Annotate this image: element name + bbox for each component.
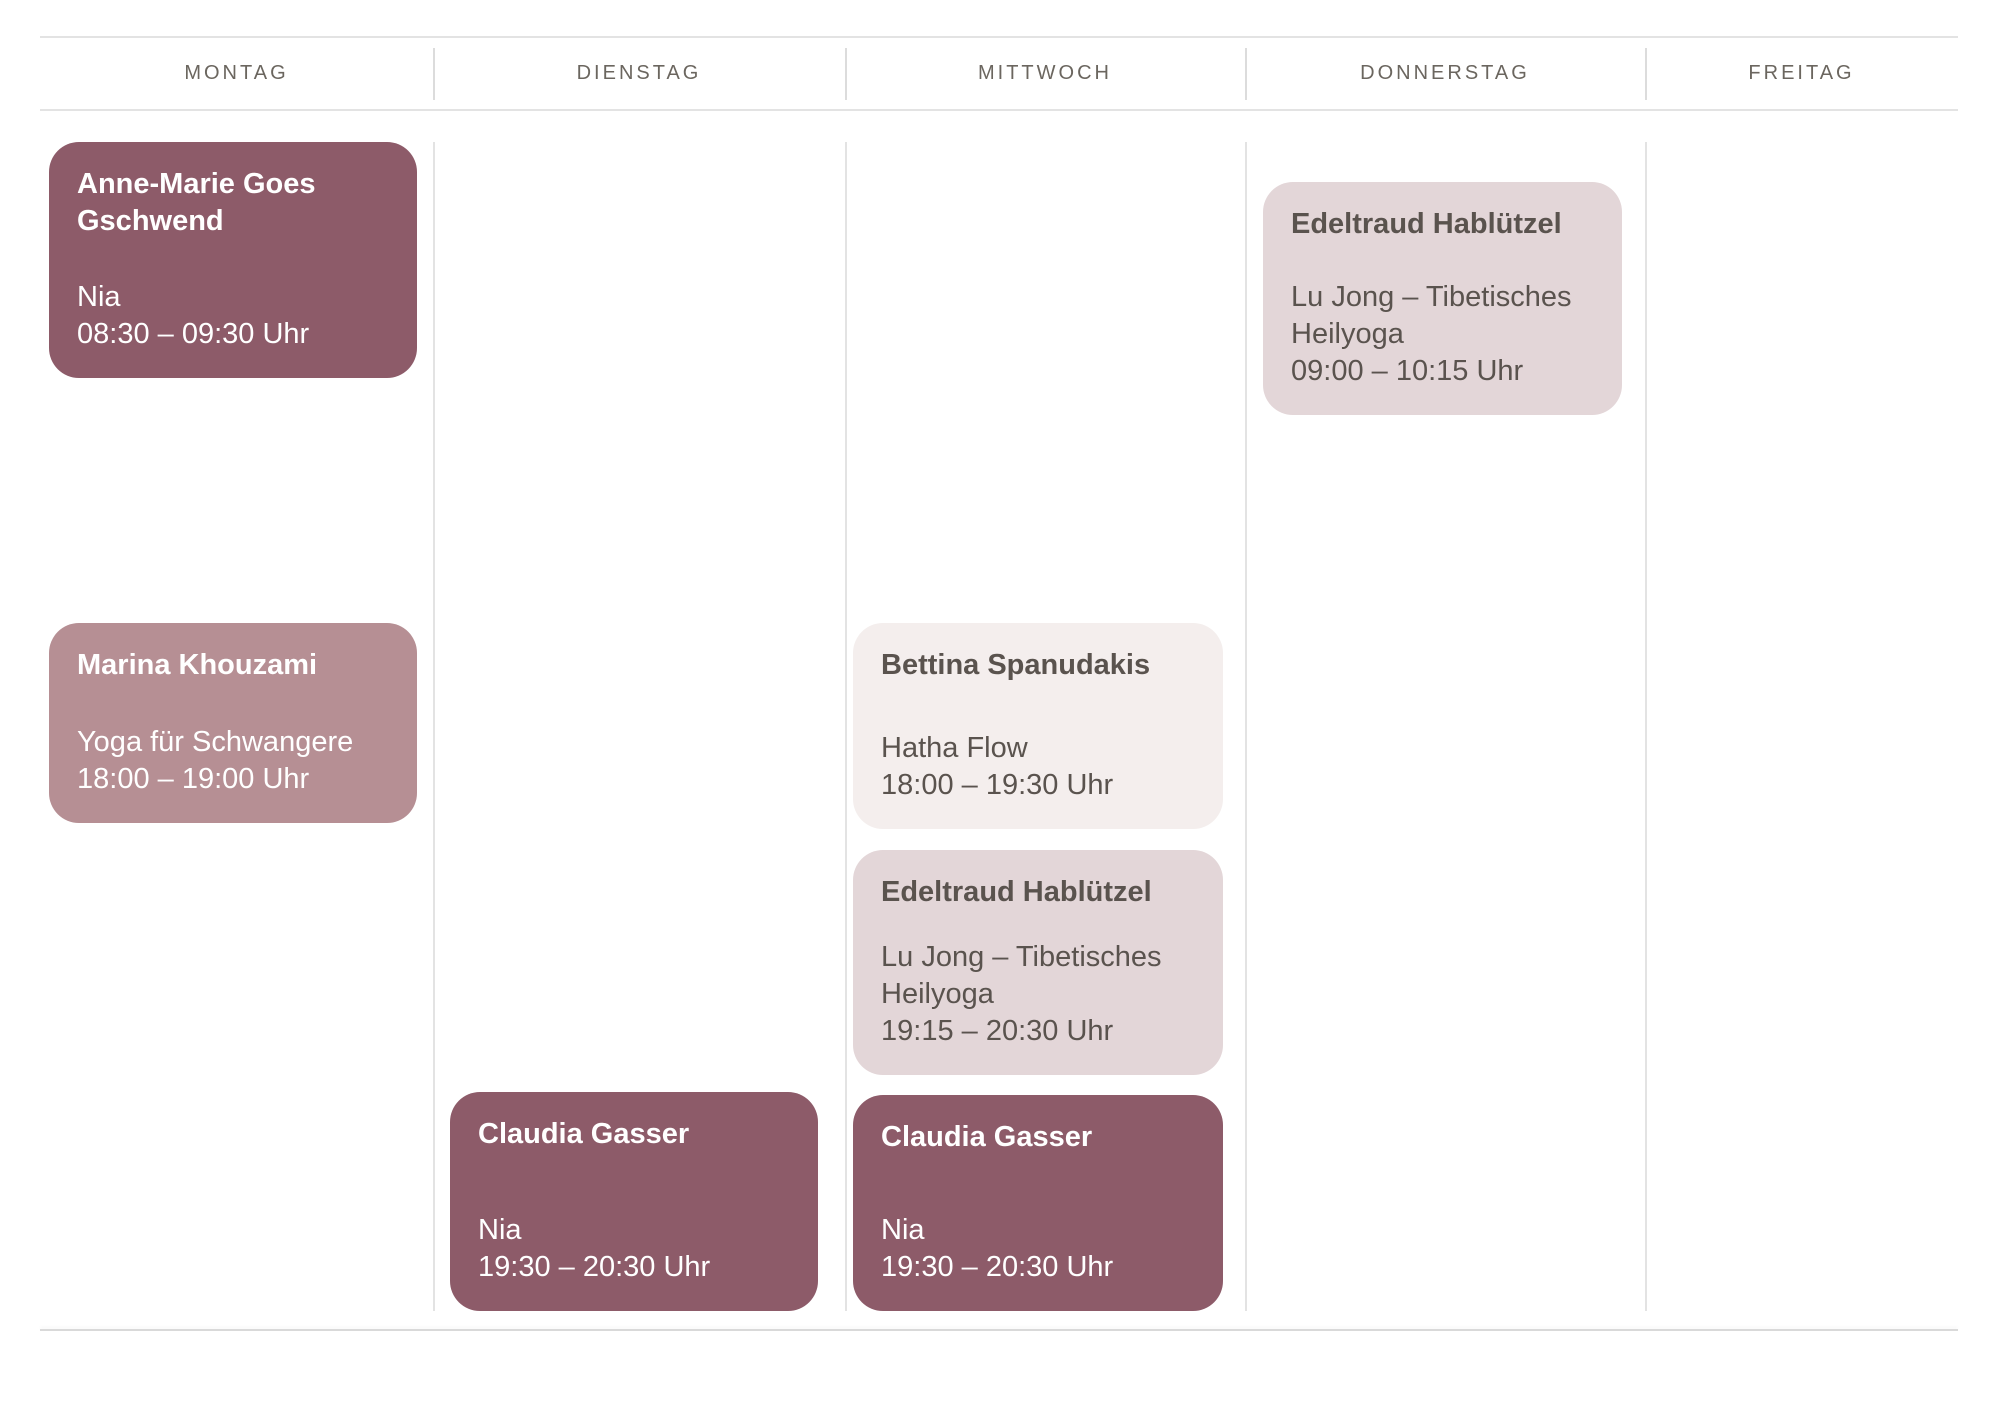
event-activity: Nia (77, 281, 121, 313)
event-activity: Lu Jong – Tibetisches Heilyoga (881, 941, 1162, 1010)
column-divider (845, 142, 847, 1311)
event-card-anne-marie-nia[interactable]: Anne-Marie Goes Gschwend Nia 08:30 – 09:… (49, 142, 417, 378)
event-time: 19:30 – 20:30 Uhr (478, 1251, 711, 1283)
header-column-divider (433, 48, 435, 100)
event-card-edeltraud-lu-jong-mittwoch[interactable]: Edeltraud Hablützel Lu Jong – Tibetische… (853, 850, 1223, 1075)
event-teacher: Marina Khouzami (77, 649, 318, 681)
event-activity: Hatha Flow (881, 732, 1028, 764)
day-header-dienstag: DIENSTAG (576, 62, 702, 84)
header-column-divider (845, 48, 847, 100)
day-header-montag: MONTAG (184, 62, 289, 84)
header-column-divider (1245, 48, 1247, 100)
event-time: 18:00 – 19:00 Uhr (77, 763, 310, 795)
event-time: 08:30 – 09:30 Uhr (77, 318, 310, 350)
event-teacher: Anne-Marie Goes Gschwend (77, 168, 316, 237)
event-time: 09:00 – 10:15 Uhr (1291, 355, 1524, 387)
header-top-rule (40, 36, 1958, 38)
event-time: 19:30 – 20:30 Uhr (881, 1251, 1114, 1283)
event-teacher: Claudia Gasser (881, 1121, 1093, 1153)
event-details: Nia 08:30 – 09:30 Uhr (77, 279, 389, 353)
event-card-edeltraud-lu-jong-donnerstag[interactable]: Edeltraud Hablützel Lu Jong – Tibetische… (1263, 182, 1622, 415)
day-header-freitag: FREITAG (1748, 62, 1855, 84)
event-time: 19:15 – 20:30 Uhr (881, 1015, 1114, 1047)
event-time: 18:00 – 19:30 Uhr (881, 769, 1114, 801)
event-activity: Nia (881, 1214, 925, 1246)
event-details: Nia 19:30 – 20:30 Uhr (881, 1212, 1195, 1286)
event-teacher: Bettina Spanudakis (881, 649, 1151, 681)
event-card-claudia-nia-mittwoch[interactable]: Claudia Gasser Nia 19:30 – 20:30 Uhr (853, 1095, 1223, 1311)
event-activity: Nia (478, 1214, 522, 1246)
header-column-divider (1645, 48, 1647, 100)
day-header-donnerstag: DONNERSTAG (1360, 62, 1530, 84)
event-details: Hatha Flow 18:00 – 19:30 Uhr (881, 730, 1195, 804)
event-details: Lu Jong – Tibetisches Heilyoga 09:00 – 1… (1291, 279, 1594, 390)
event-card-claudia-nia-dienstag[interactable]: Claudia Gasser Nia 19:30 – 20:30 Uhr (450, 1092, 818, 1311)
grid-bottom-rule (40, 1329, 1958, 1331)
event-details: Yoga für Schwangere 18:00 – 19:00 Uhr (77, 724, 389, 798)
day-header-mittwoch: MITTWOCH (978, 62, 1112, 84)
event-card-marina-yoga[interactable]: Marina Khouzami Yoga für Schwangere 18:0… (49, 623, 417, 823)
header-bottom-rule (40, 109, 1958, 111)
event-teacher: Edeltraud Hablützel (881, 876, 1152, 908)
event-activity: Yoga für Schwangere (77, 726, 354, 758)
event-details: Nia 19:30 – 20:30 Uhr (478, 1212, 790, 1286)
event-teacher: Claudia Gasser (478, 1118, 690, 1150)
event-activity: Lu Jong – Tibetisches Heilyoga (1291, 281, 1572, 350)
event-card-bettina-hatha-flow[interactable]: Bettina Spanudakis Hatha Flow 18:00 – 19… (853, 623, 1223, 829)
event-details: Lu Jong – Tibetisches Heilyoga 19:15 – 2… (881, 939, 1195, 1050)
event-teacher: Edeltraud Hablützel (1291, 208, 1562, 240)
column-divider (1245, 142, 1247, 1311)
column-divider (1645, 142, 1647, 1311)
column-divider (433, 142, 435, 1311)
